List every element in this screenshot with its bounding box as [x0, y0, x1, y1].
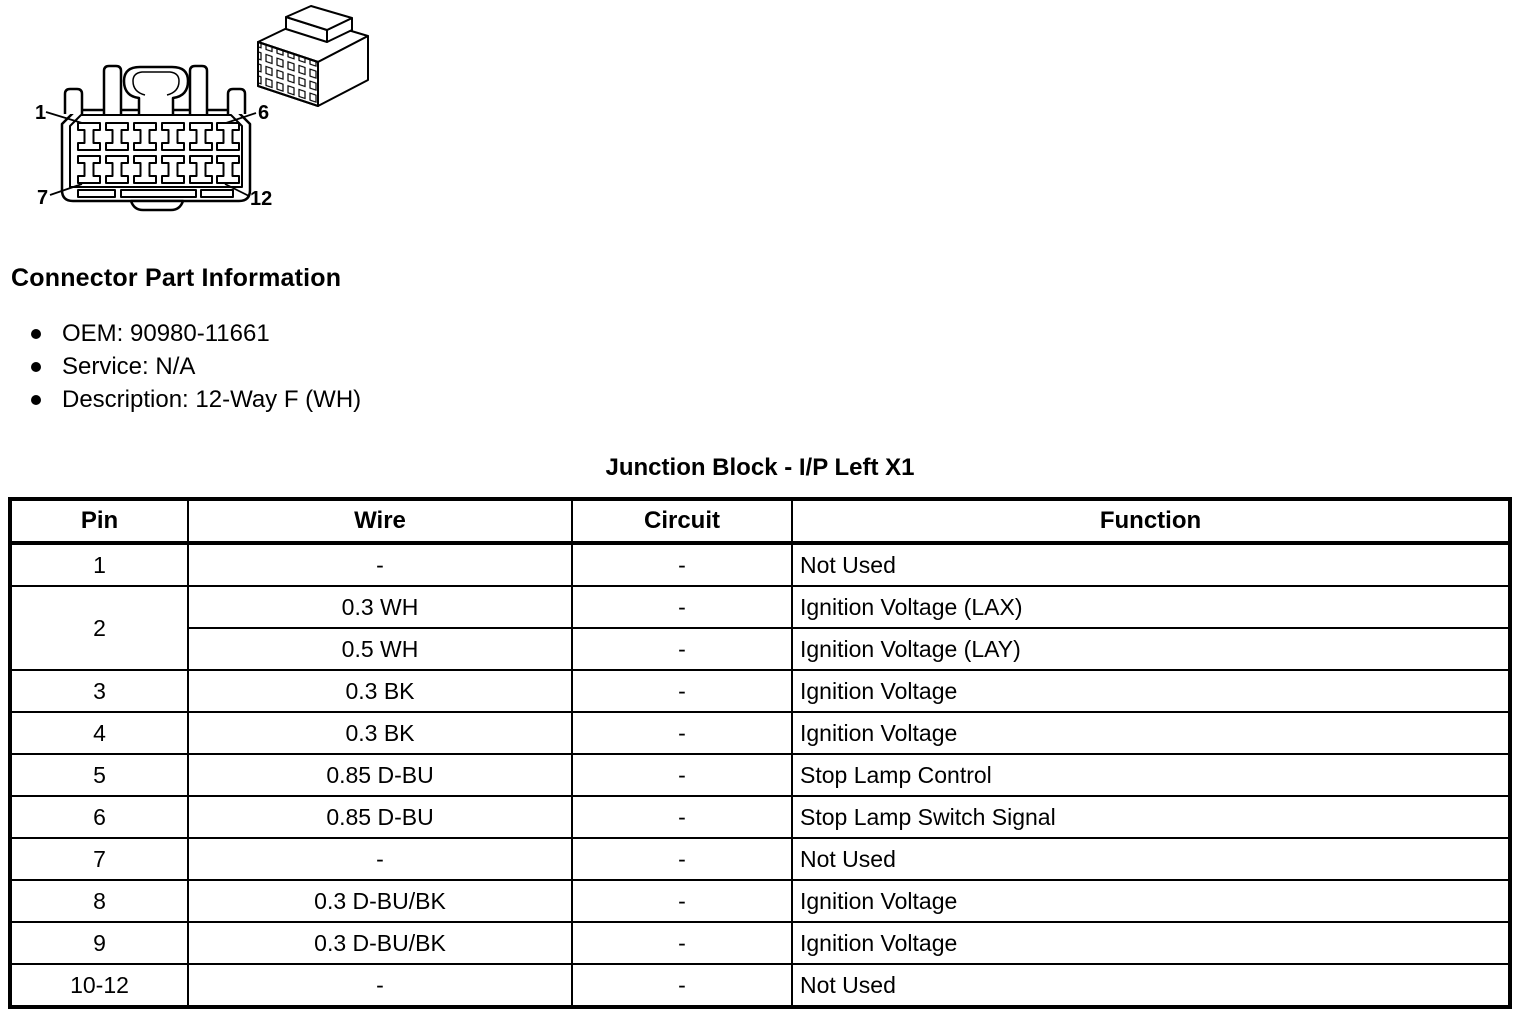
column-header-circuit: Circuit: [571, 498, 793, 545]
post-left-short: [63, 87, 84, 114]
bullet-icon: [31, 394, 41, 405]
function-cell: Ignition Voltage (LAX): [791, 585, 1511, 629]
leader-line: [224, 183, 250, 197]
list-item: Service: N/A: [31, 353, 361, 380]
circuit-cell: -: [571, 542, 793, 587]
leader-line: [49, 183, 83, 196]
table-row: 4 0.3 BK - Ignition Voltage: [9, 711, 1511, 755]
function-cell: Stop Lamp Switch Signal: [791, 795, 1511, 839]
leader-line: [45, 111, 83, 124]
bullet-icon: [31, 328, 41, 339]
detail-text: Service: N/A: [62, 352, 196, 380]
table-row: 7 - - Not Used: [9, 837, 1511, 881]
pin-cell: 4: [9, 711, 189, 755]
function-cell: Ignition Voltage (LAY): [791, 627, 1511, 671]
bullet-icon: [31, 361, 41, 372]
latch: [122, 65, 190, 114]
circuit-cell: -: [571, 795, 793, 839]
circuit-cell: -: [571, 627, 793, 671]
wire-cell: 0.85 D-BU: [187, 753, 573, 797]
function-cell: Ignition Voltage: [791, 669, 1511, 713]
function-cell: Not Used: [791, 542, 1511, 587]
circuit-cell: -: [571, 753, 793, 797]
circuit-cell: -: [571, 837, 793, 881]
wire-cell: 0.3 D-BU/BK: [187, 879, 573, 923]
wire-cell: 0.3 D-BU/BK: [187, 921, 573, 965]
pin-label-12: 12: [250, 188, 272, 210]
table-row: 8 0.3 D-BU/BK - Ignition Voltage: [9, 879, 1511, 923]
pin-cell: 2: [9, 585, 189, 671]
pin-cell: 1: [9, 542, 189, 587]
table-row: 10-12 - - Not Used: [9, 963, 1511, 1008]
function-cell: Ignition Voltage: [791, 921, 1511, 965]
pin-label-1: 1: [35, 102, 46, 124]
wire-cell: 0.3 WH: [187, 585, 573, 629]
pin-cell: 9: [9, 921, 189, 965]
table-title: Junction Block - I/P Left X1: [605, 454, 915, 481]
table-row: 1 - - Not Used: [9, 542, 1511, 587]
function-cell: Ignition Voltage: [791, 879, 1511, 923]
connector-details-list: OEM: 90980-11661 Service: N/A Descriptio…: [31, 320, 361, 419]
detail-text: OEM: 90980-11661: [62, 319, 270, 347]
column-header-wire: Wire: [187, 498, 573, 545]
terminal-row-bottom: [77, 155, 240, 184]
wire-cell: 0.3 BK: [187, 669, 573, 713]
circuit-cell: -: [571, 879, 793, 923]
pin-cell: 8: [9, 879, 189, 923]
table-row: 3 0.3 BK - Ignition Voltage: [9, 669, 1511, 713]
pin-cell: 3: [9, 669, 189, 713]
circuit-cell: -: [571, 921, 793, 965]
connector-diagram: 1 6 7 12: [35, 5, 369, 212]
table-row: 6 0.85 D-BU - Stop Lamp Switch Signal: [9, 795, 1511, 839]
latch-inner: [132, 71, 180, 96]
post-right-tall: [188, 64, 209, 114]
column-header-pin: Pin: [9, 498, 189, 545]
circuit-cell: -: [571, 963, 793, 1008]
post-left-tall: [102, 64, 123, 114]
function-cell: Ignition Voltage: [791, 711, 1511, 755]
pinout-table: Pin Wire Circuit Function 1 - - Not Used…: [8, 497, 1512, 1009]
table-row: 5 0.85 D-BU - Stop Lamp Control: [9, 753, 1511, 797]
table-row: 9 0.3 D-BU/BK - Ignition Voltage: [9, 921, 1511, 965]
post-right-short: [226, 87, 247, 114]
wire-cell: -: [187, 963, 573, 1008]
function-cell: Not Used: [791, 963, 1511, 1008]
circuit-cell: -: [571, 585, 793, 629]
table-row: 0.5 WH - Ignition Voltage (LAY): [10, 627, 1511, 671]
pin-cell: 10-12: [9, 963, 189, 1008]
function-cell: Stop Lamp Control: [791, 753, 1511, 797]
pin-cell: 6: [9, 795, 189, 839]
connector-3d-view: [257, 5, 369, 107]
pin-cell: 5: [9, 753, 189, 797]
wire-cell: 0.85 D-BU: [187, 795, 573, 839]
table-row: 2 0.3 WH - Ignition Voltage (LAX): [9, 585, 1511, 671]
wire-cell: 0.5 WH: [187, 627, 573, 671]
wire-cell: 0.3 BK: [187, 711, 573, 755]
wire-cell: -: [187, 837, 573, 881]
table-header-row: Pin Wire Circuit Function: [9, 498, 1511, 545]
bottom-slots: [77, 189, 234, 198]
list-item: Description: 12-Way F (WH): [31, 386, 361, 413]
pin-cell: 7: [9, 837, 189, 881]
detail-text: Description: 12-Way F (WH): [62, 385, 362, 413]
list-item: OEM: 90980-11661: [31, 320, 361, 347]
pin-label-7: 7: [37, 187, 48, 209]
bottom-tab: [129, 199, 185, 212]
terminal-row-top: [77, 122, 240, 151]
wire-cell: -: [187, 542, 573, 587]
leader-line: [225, 112, 257, 124]
housing-inner-rim: [69, 114, 243, 188]
column-header-function: Function: [791, 498, 1511, 545]
function-cell: Not Used: [791, 837, 1511, 881]
circuit-cell: -: [571, 711, 793, 755]
leader-lines: [45, 111, 257, 197]
circuit-cell: -: [571, 669, 793, 713]
connector-front-view: [45, 64, 257, 212]
pin-label-6: 6: [258, 102, 269, 124]
connector-part-info-heading: Connector Part Information: [11, 264, 342, 292]
